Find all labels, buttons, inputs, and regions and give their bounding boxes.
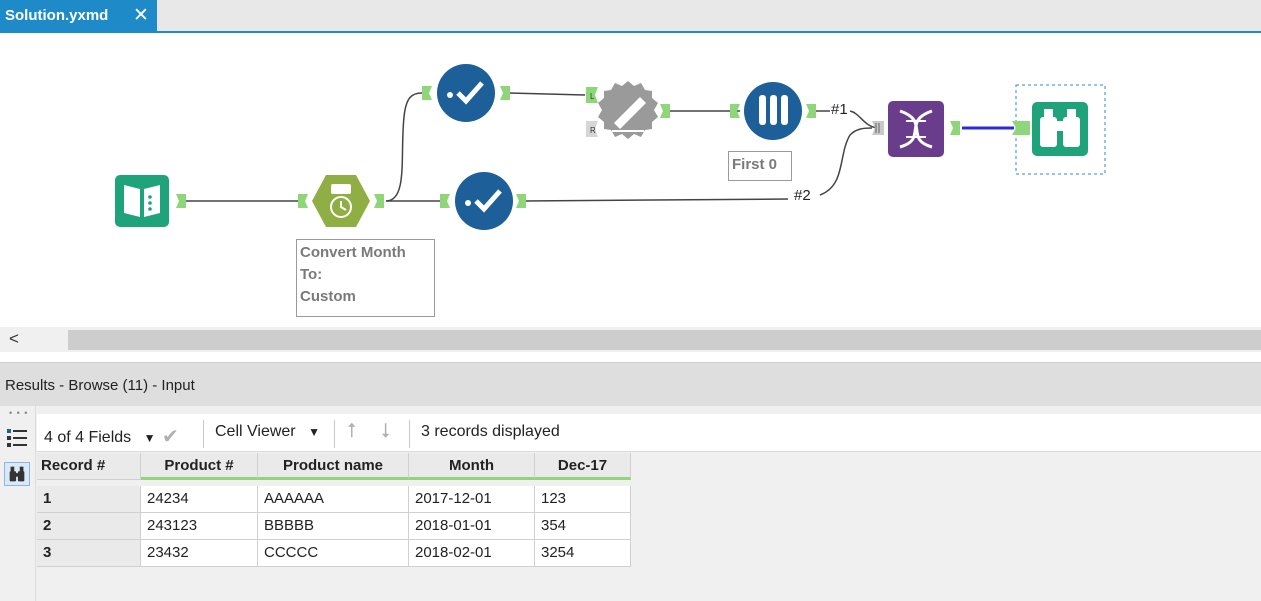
cell-record: 3 (37, 540, 141, 567)
input-anchor[interactable] (422, 86, 432, 100)
connection-datetime-select1[interactable] (385, 92, 423, 202)
arrow-down-icon[interactable]: ⭣ (381, 420, 391, 442)
cell-month[interactable]: 2018-02-01 (409, 540, 535, 567)
cell-product-name[interactable]: BBBBB (258, 513, 409, 540)
workflow-diagram: L R (115, 64, 1106, 230)
tool-browse[interactable] (1012, 84, 1106, 175)
anchor-l-label: L (590, 92, 595, 101)
connection-label-2: #2 (794, 187, 811, 204)
tab-title: Solution.yxmd (5, 7, 109, 24)
header-product-number[interactable]: Product # (141, 453, 258, 480)
tool-datetime[interactable] (298, 175, 384, 227)
output-anchor[interactable] (806, 104, 816, 118)
binoculars-icon[interactable] (4, 462, 30, 486)
results-side-strip: • • • (0, 406, 36, 601)
cell-dec-17[interactable]: 3254 (535, 540, 631, 567)
toolbar-divider (334, 420, 335, 448)
input-data-icon (115, 175, 169, 227)
cell-product-number[interactable]: 23432 (141, 540, 258, 567)
annotation-line: Custom (300, 288, 356, 305)
scrollbar-thumb[interactable] (68, 330, 1261, 350)
annotation-line: To: (300, 266, 323, 283)
fields-label: 4 of 4 Fields (44, 429, 132, 446)
selection-box (1015, 84, 1106, 175)
cell-month[interactable]: 2018-01-01 (409, 513, 535, 540)
tool-input-data[interactable] (115, 175, 186, 227)
cell-dec-17[interactable]: 354 (535, 513, 631, 540)
cell-dec-17[interactable]: 123 (535, 486, 631, 513)
tool-select-top[interactable] (422, 64, 510, 122)
records-count: 3 records displayed (421, 423, 560, 440)
cell-product-number[interactable]: 243123 (141, 513, 258, 540)
annotation-line: Convert Month (300, 244, 406, 261)
scroll-left-icon[interactable]: < (9, 329, 19, 348)
connection-label-1: #1 (831, 101, 848, 118)
header-product-name[interactable]: Product name (258, 453, 409, 480)
tool-union[interactable] (872, 101, 960, 157)
header-month[interactable]: Month (409, 453, 535, 480)
chevron-down-icon: ▼ (308, 425, 320, 439)
list-view-icon[interactable] (4, 426, 30, 450)
cell-record: 1 (37, 486, 141, 513)
cell-viewer-dropdown[interactable]: Cell Viewer ▼ (215, 423, 320, 441)
connection-select2-union-start[interactable] (523, 198, 789, 202)
toolbar-divider (203, 420, 204, 448)
toolbar-divider (409, 420, 410, 448)
right-input-anchor[interactable] (586, 121, 598, 137)
chevron-down-icon: ▼ (143, 431, 156, 445)
header-dec-17[interactable]: Dec-17 (535, 453, 631, 480)
tab-bar: Solution.yxmd ✕ (0, 0, 1261, 33)
output-anchor[interactable] (500, 86, 510, 100)
cell-viewer-label: Cell Viewer (215, 423, 296, 440)
results-panel: • • • 4 of 4 Fields ▼ ✔ Cell Viewer ▼ ⭡ … (0, 406, 1261, 601)
output-anchor[interactable] (950, 121, 960, 135)
grip-icon[interactable]: • • • (9, 408, 29, 418)
select-icon (437, 64, 495, 122)
output-anchor[interactable] (660, 104, 670, 118)
arrow-up-icon[interactable]: ⭡ (347, 420, 357, 442)
connection-select2-union[interactable] (819, 127, 873, 196)
select-icon (455, 172, 513, 230)
cell-month[interactable]: 2017-12-01 (409, 486, 535, 513)
tool-select-bottom[interactable] (440, 172, 526, 230)
checkmark-icon[interactable]: ✔ (161, 426, 179, 448)
formula-annotation: Convert Month To: Custom (296, 239, 435, 317)
tab-solution[interactable]: Solution.yxmd ✕ (0, 0, 157, 33)
input-anchor[interactable] (1012, 121, 1030, 135)
input-anchor[interactable] (440, 194, 450, 208)
output-anchor[interactable] (516, 194, 526, 208)
tool-sample[interactable] (730, 82, 816, 140)
cell-product-name[interactable]: AAAAAA (258, 486, 409, 513)
close-icon[interactable]: ✕ (133, 5, 149, 26)
results-header: Results - Browse (11) - Input (0, 362, 1261, 406)
anchor-r-label: R (590, 126, 596, 135)
sample-annotation: First 0 (728, 151, 792, 181)
output-anchor[interactable] (374, 194, 384, 208)
left-input-anchor[interactable] (586, 87, 598, 103)
horizontal-scrollbar[interactable]: < (0, 327, 1261, 352)
results-title: Results - Browse (11) - Input (5, 377, 195, 394)
cell-record: 2 (37, 513, 141, 540)
fields-dropdown[interactable]: 4 of 4 Fields ▼ ✔ (44, 423, 179, 448)
connection-sample-union[interactable] (849, 110, 879, 129)
results-toolbar: 4 of 4 Fields ▼ ✔ Cell Viewer ▼ ⭡ ⭣ 3 re… (37, 414, 1261, 452)
multi-input-anchor[interactable] (872, 121, 884, 135)
cell-product-number[interactable]: 24234 (141, 486, 258, 513)
cell-product-name[interactable]: CCCCC (258, 540, 409, 567)
header-record[interactable]: Record # (37, 453, 141, 480)
output-anchor[interactable] (176, 194, 186, 208)
input-anchor[interactable] (298, 194, 308, 208)
input-anchor[interactable] (730, 104, 740, 118)
tool-dynamic-rename[interactable]: L R (586, 81, 670, 139)
connection-select1-rename[interactable] (508, 92, 586, 96)
workflow-canvas[interactable]: L R (0, 35, 1261, 327)
